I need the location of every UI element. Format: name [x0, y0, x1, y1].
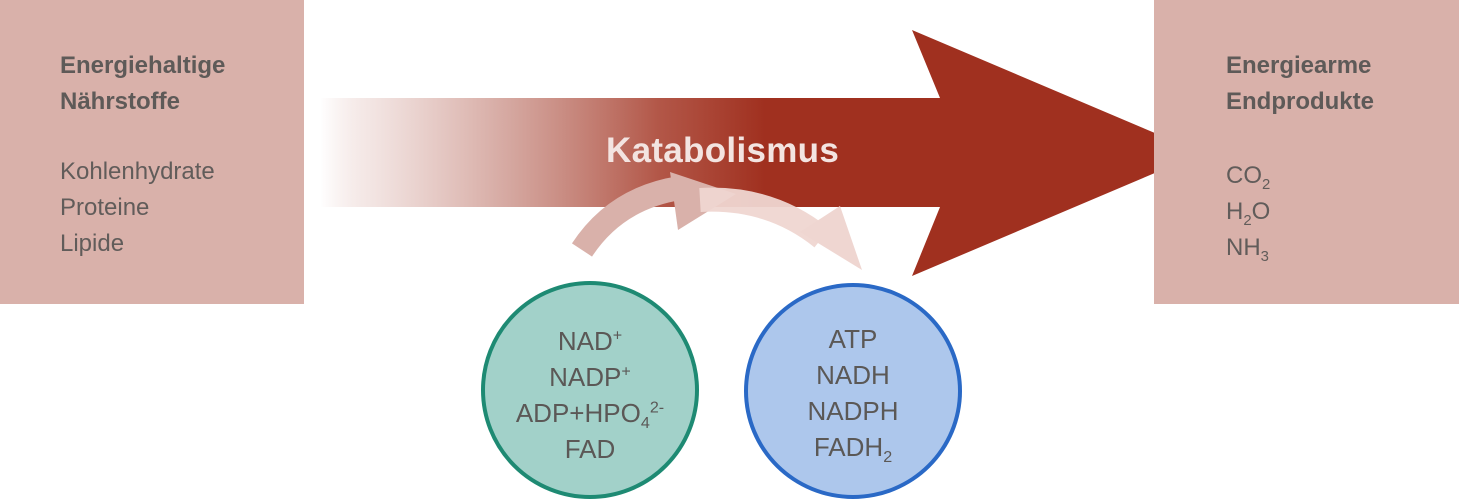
carrier-line: NADH [816, 360, 890, 390]
carrier-line: ATP [828, 324, 878, 354]
left-box-title: Energiehaltige Nährstoffe [60, 48, 304, 120]
energy-carriers-circle: ATP NADH NADPH FADH2 [744, 283, 962, 499]
end-product-item: CO2 [1226, 162, 1271, 193]
right-box-title: Energiearme Endprodukte [1226, 48, 1459, 120]
energy-rich-nutrients-box: Energiehaltige Nährstoffe Kohlenhydrate … [0, 0, 304, 304]
left-box-title-line-1: Energiehaltige [60, 52, 226, 79]
nutrient-item: Proteine [60, 194, 150, 221]
low-energy-end-products-box: Energiearme Endprodukte CO2 H2O NH3 [1154, 0, 1459, 304]
cofactor-line: FAD [564, 434, 616, 464]
right-box-title-line-2: Endprodukte [1226, 88, 1374, 115]
cofactor-line: NAD+ [557, 326, 623, 356]
catabolism-arrow [320, 30, 1202, 276]
curved-arrow-right-head [800, 206, 862, 270]
carrier-line: NADPH [807, 396, 899, 426]
nutrient-list: Kohlenhydrate Proteine Lipide [60, 154, 304, 262]
end-product-list: CO2 H2O NH3 [1226, 158, 1459, 266]
carrier-line: FADH2 [813, 432, 893, 467]
right-box-title-line-1: Energiearme [1226, 52, 1372, 79]
nutrient-item: Kohlenhydrate [60, 158, 215, 185]
catabolism-label: Katabolismus [606, 131, 840, 170]
end-product-item: NH3 [1226, 234, 1269, 265]
curved-arrow-left [571, 176, 683, 257]
left-box-title-line-2: Nährstoffe [60, 88, 181, 115]
cofactor-line: ADP+HPO42- [515, 398, 665, 433]
cofactor-line: NADP+ [549, 362, 631, 392]
end-product-item: H2O [1226, 198, 1271, 229]
nutrient-item: Lipide [60, 230, 125, 257]
oxidized-cofactors-circle: NAD+ NADP+ ADP+HPO42- FAD [481, 281, 699, 499]
